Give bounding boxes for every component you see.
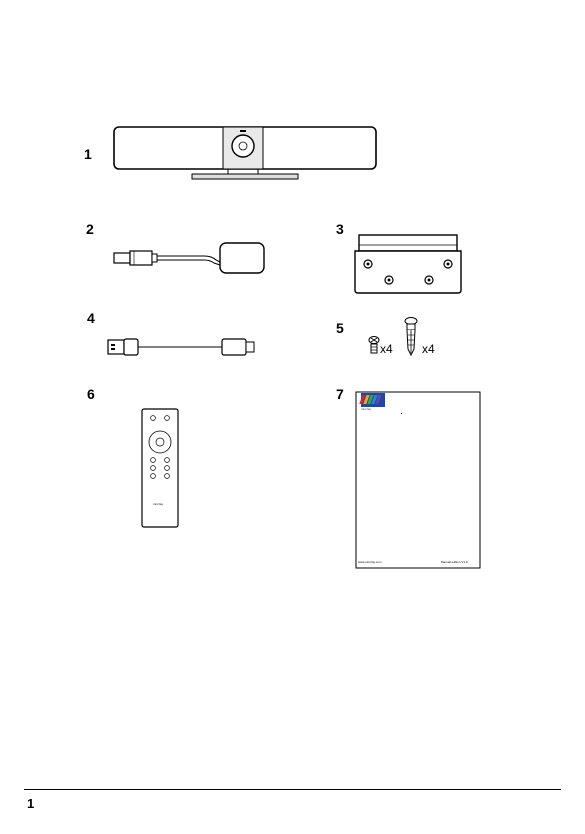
item-number-7: 7 bbox=[336, 387, 344, 401]
item-number-5: 5 bbox=[336, 321, 344, 335]
mounting-bracket-icon bbox=[353, 232, 463, 296]
guide-brand-label: minrray bbox=[361, 408, 371, 411]
remote-control-icon bbox=[141, 408, 179, 528]
item-number-1: 1 bbox=[84, 147, 92, 161]
anchor-quantity: x4 bbox=[422, 343, 435, 355]
page-number: 1 bbox=[27, 797, 34, 810]
remote-brand-label: minrray bbox=[153, 503, 163, 506]
screw-icon bbox=[368, 336, 380, 354]
footer-divider bbox=[24, 789, 561, 790]
brand-logo-icon bbox=[359, 393, 385, 407]
item-number-4: 4 bbox=[87, 311, 95, 325]
video-bar-icon bbox=[112, 124, 378, 182]
item-number-3: 3 bbox=[336, 222, 344, 236]
guide-footer-left: www.minrray.com bbox=[358, 561, 381, 564]
item-number-6: 6 bbox=[87, 387, 95, 401]
screw-quantity: x4 bbox=[380, 343, 393, 355]
quick-start-guide-icon bbox=[355, 391, 481, 569]
guide-footer-right: Manual edition V1.0 bbox=[441, 561, 468, 564]
wall-anchor-icon bbox=[403, 317, 419, 357]
usb-cable-icon bbox=[106, 336, 258, 358]
item-number-2: 2 bbox=[86, 222, 94, 236]
usb-adapter-cable-icon bbox=[112, 240, 268, 276]
